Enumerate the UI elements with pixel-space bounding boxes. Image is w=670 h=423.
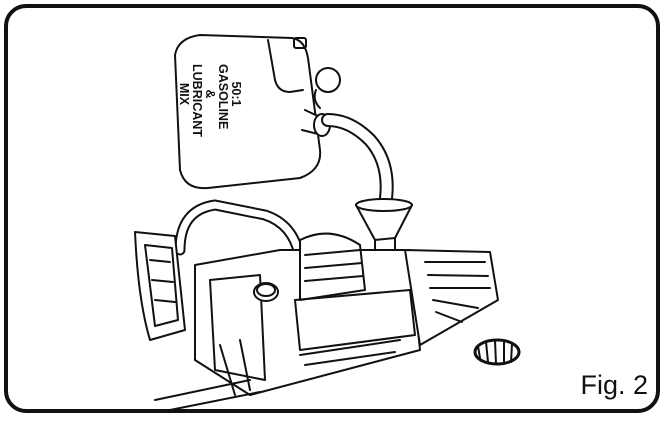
chainsaw-icon xyxy=(134,199,499,411)
fuel-can-label-line-3: & LUBRICANT xyxy=(190,64,218,137)
funnel-icon xyxy=(355,198,413,253)
fuel-can-label-line-1: 50:1 xyxy=(229,81,244,107)
fuel-can-label-line-2: GASOLINE xyxy=(216,64,231,130)
fuel-can-label-line-4: MIX xyxy=(177,82,192,106)
fuel-can-icon xyxy=(174,34,394,212)
fuel-cap-icon xyxy=(473,338,521,366)
figure-label: Fig. 2 xyxy=(580,370,648,400)
fuel-can-label: 50:1 GASOLINE & LUBRICANT MIX xyxy=(160,64,260,137)
